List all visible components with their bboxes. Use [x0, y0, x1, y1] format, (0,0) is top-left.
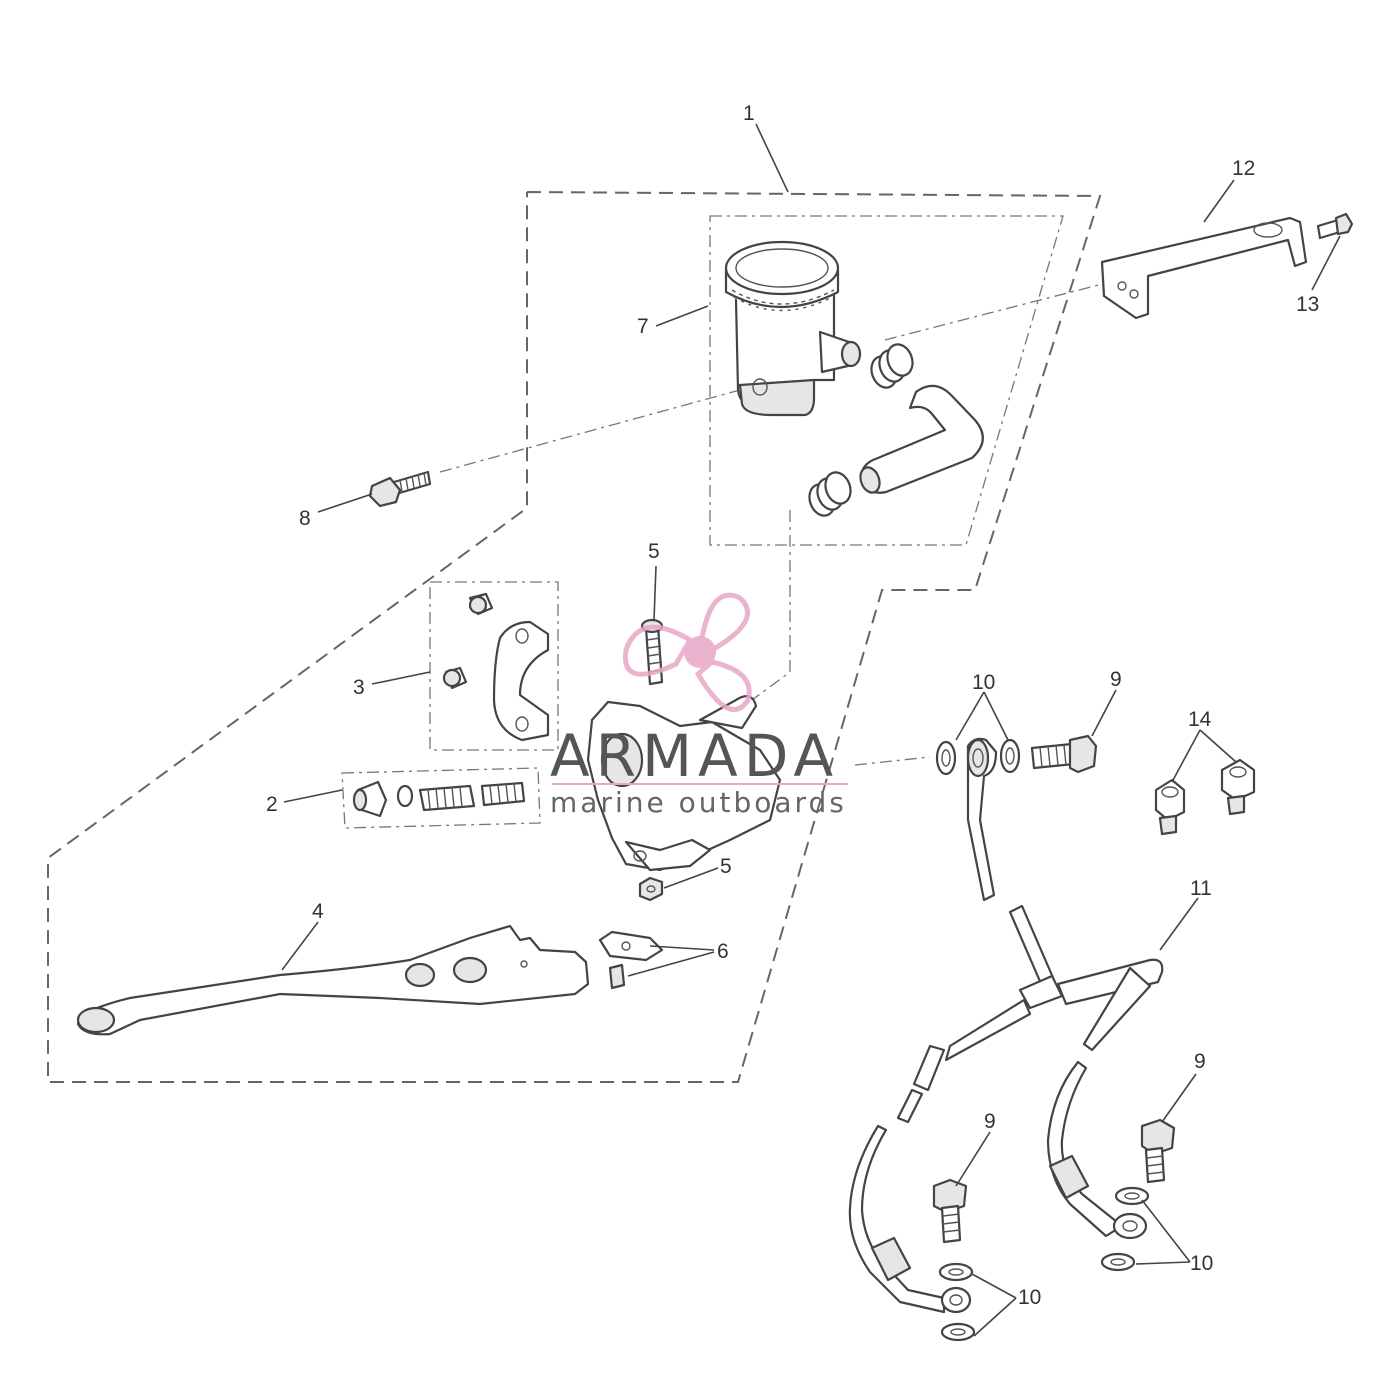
lever-part-4: [76, 924, 590, 1036]
callout-13: 13: [1296, 293, 1319, 316]
watermark-title: ARMADA: [550, 722, 839, 790]
callout-5-upper: 5: [648, 540, 660, 563]
align-line-banjo: [854, 756, 931, 766]
callout-8: 8: [299, 507, 311, 530]
reservoir-part-7: [724, 240, 862, 417]
hose-clip-lower: [808, 471, 852, 517]
callout-10-left: 10: [1018, 1286, 1041, 1309]
screw-part-13: [1316, 212, 1354, 240]
callout-9-right: 9: [1194, 1050, 1206, 1073]
watermark-subtitle: marine outboards: [550, 786, 847, 819]
callout-4: 4: [312, 900, 324, 923]
switch-part-6: [598, 930, 664, 990]
bracket-part-12: [1100, 216, 1308, 320]
banjo-fitting-upper: [935, 734, 1098, 902]
callout-5-lower: 5: [720, 855, 732, 878]
clamp-part-3: [442, 592, 550, 742]
callout-6: 6: [717, 940, 729, 963]
lower-left-fitting: [932, 1178, 976, 1342]
callout-9-upper: 9: [1110, 668, 1122, 691]
bolt-part-8: [368, 470, 432, 508]
align-line-hose: [751, 510, 791, 701]
watermark: ARMADA marine outboards: [550, 592, 848, 819]
brake-hose-part-11: [848, 904, 1164, 1314]
callout-12: 12: [1232, 157, 1255, 180]
callout-10-right: 10: [1190, 1252, 1213, 1275]
master-cylinder-body: [586, 695, 782, 872]
callout-labels: 1 12 13 7 8 5 3 2 5 4 6 10 9 14 11 9 9 1…: [266, 102, 1319, 1309]
propeller-icon: [622, 592, 752, 712]
callout-11: 11: [1190, 877, 1212, 900]
callout-2: 2: [266, 793, 278, 816]
callout-7: 7: [637, 315, 649, 338]
align-line-bolt-8: [439, 389, 741, 473]
nut-part-5-lower: [638, 876, 664, 902]
hose-clip-upper: [870, 343, 914, 389]
callout-1: 1: [743, 102, 755, 125]
callout-10-upper: 10: [972, 671, 995, 694]
reservoir-hose: [859, 384, 984, 494]
reservoir-kit-outline: [709, 215, 1064, 546]
callout-14: 14: [1188, 708, 1212, 731]
callout-3: 3: [353, 676, 365, 699]
clamp-kit-outline: [429, 581, 559, 751]
piston-part-2: [352, 780, 526, 818]
callout-9-left: 9: [984, 1110, 996, 1133]
hose-clips-part-14: [1154, 758, 1256, 836]
leader-lines: [281, 123, 1341, 1337]
piston-kit-outline: [341, 767, 541, 829]
lower-right-fitting: [1100, 1118, 1176, 1272]
align-line-bracket: [884, 281, 1111, 341]
assembly-1-outline: [47, 191, 1102, 1083]
